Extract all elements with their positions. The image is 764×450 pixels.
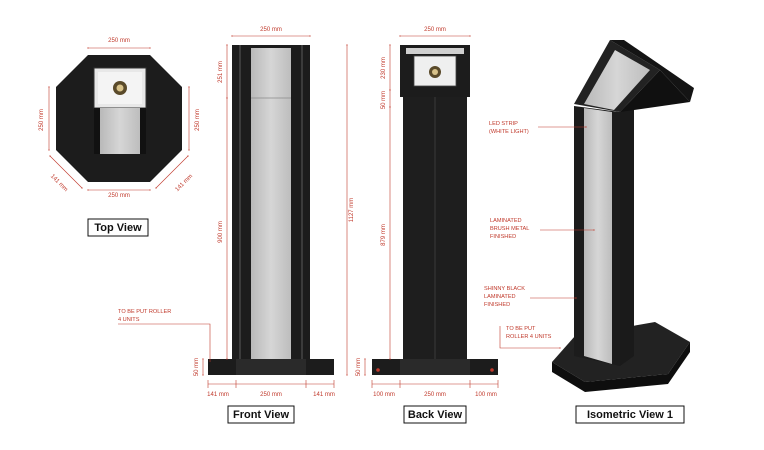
iso-head-back [610, 40, 694, 102]
front-view-dim-total: 1127 mm [349, 198, 355, 223]
top-view-dim-bottom: 250 mm [108, 193, 130, 199]
iso-note-shinny-line1: SHINNY BLACK [484, 286, 525, 292]
front-view-dim-screen: 251 mm [218, 61, 224, 83]
iso-note-led-line2: (WHITE LIGHT) [489, 129, 529, 135]
front-view-dim-base-center: 250 mm [260, 392, 282, 398]
top-view-dim-chamfer-left: 141 mm [49, 174, 69, 194]
top-view-panel [100, 108, 140, 154]
iso-view-title: Isometric View 1 [587, 409, 673, 421]
back-view-dim-base-left: 100 mm [373, 392, 395, 398]
front-view-dim-top: 250 mm [260, 27, 282, 33]
isometric-view: LED STRIP (WHITE LIGHT) LAMINATED BRUSH … [484, 40, 694, 424]
back-view-dim-base-right: 100 mm [475, 392, 497, 398]
iso-base-side [552, 342, 690, 392]
front-view: 250 mm 251 mm 900 mm 50 mm 1127 mm 141 m… [118, 27, 355, 424]
iso-note-laminated-line1: LAMINATED [490, 218, 522, 224]
back-view-dim-screen: 230 mm [381, 57, 387, 79]
top-view-dim-right: 250 mm [195, 109, 201, 131]
back-view: 250 mm 230 mm 50 mm 879 mm 50 mm 100 mm … [356, 27, 499, 424]
front-view-title-box [227, 405, 295, 424]
iso-note-led-line1: LED STRIP [489, 121, 518, 127]
front-view-title: Front View [233, 409, 289, 421]
top-view: 250 mm 250 mm 250 mm 250 mm 141 mm 141 m… [39, 38, 201, 237]
iso-note-laminated-line2: BRUSH METAL [490, 226, 529, 232]
back-view-dim-base-height: 50 mm [356, 358, 362, 376]
front-view-panel [251, 48, 291, 359]
iso-note-laminated-line3: FINISHED [490, 234, 516, 240]
iso-column-side [620, 98, 634, 366]
front-view-dim-body: 900 mm [218, 221, 224, 243]
top-view-dim-chamfer-right: 141 mm [175, 174, 195, 194]
iso-head-underside [620, 70, 690, 112]
top-view-title: Top View [94, 222, 142, 234]
front-view-note-line1: TO BE PUT ROLLER [118, 309, 171, 315]
iso-head-panel [584, 50, 650, 110]
iso-note-roller-line1: TO BE PUT [506, 326, 536, 332]
front-view-note-leader [118, 323, 211, 362]
front-view-dim-base-left: 141 mm [207, 392, 229, 398]
front-view-dim-base-right: 141 mm [313, 392, 335, 398]
iso-view-title-box [575, 405, 685, 424]
back-view-dim-gap: 50 mm [381, 91, 387, 109]
back-view-title: Back View [408, 409, 463, 421]
top-view-dim-top: 250 mm [108, 38, 130, 44]
front-view-dim-base-height: 50 mm [194, 358, 200, 376]
back-view-dim-top: 250 mm [424, 27, 446, 33]
back-view-dim-body: 879 mm [381, 224, 387, 246]
iso-note-roller-line2: ROLLER 4 UNITS [506, 334, 552, 340]
top-view-dim-left: 250 mm [39, 109, 45, 131]
back-view-title-box [403, 405, 467, 424]
iso-note-shinny-line3: FINISHED [484, 302, 510, 308]
iso-note-shinny-line2: LAMINATED [484, 294, 516, 300]
iso-column-panel [584, 108, 612, 364]
front-view-note-line2: 4 UNITS [118, 317, 140, 323]
back-view-dim-base-center: 250 mm [424, 392, 446, 398]
top-view-title-box [87, 218, 149, 237]
